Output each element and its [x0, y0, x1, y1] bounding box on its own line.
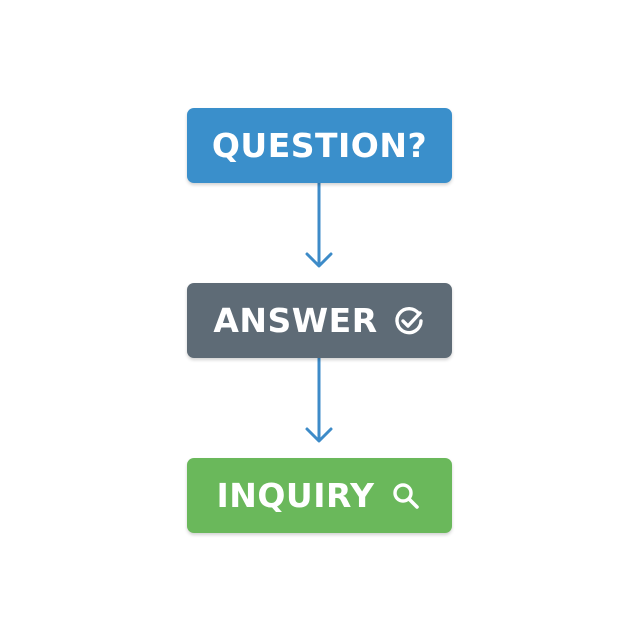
- inquiry-label: INQUIRY: [216, 476, 375, 515]
- connector-answer-to-inquiry: [305, 358, 333, 443]
- answer-node: ANSWER: [187, 283, 452, 358]
- inquiry-node: INQUIRY: [187, 458, 452, 533]
- check-circle-icon: [392, 304, 426, 338]
- connector-question-to-answer: [305, 183, 333, 268]
- magnifier-icon: [389, 479, 423, 513]
- answer-label: ANSWER: [213, 301, 378, 340]
- question-node: QUESTION?: [187, 108, 452, 183]
- question-label: QUESTION?: [211, 126, 428, 165]
